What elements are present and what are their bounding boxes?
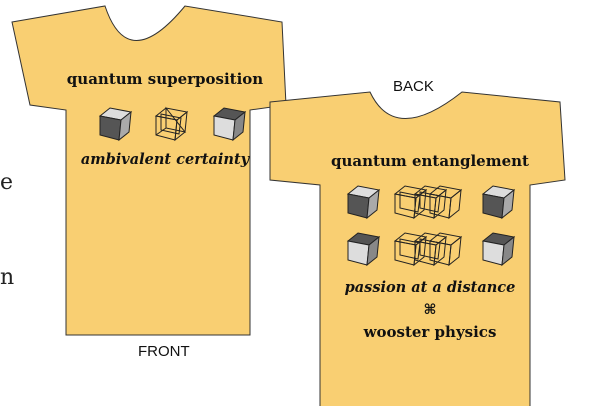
entangled-wireframe-cubes-icon: [393, 185, 463, 220]
solid-cube-icon: [481, 232, 516, 267]
back-footer: wooster physics: [363, 323, 497, 341]
solid-cube-icon: [98, 107, 133, 142]
front-shirt: quantum superposition ambivalent certain…: [0, 0, 300, 340]
back-tagline: passion at a distance: [344, 279, 516, 296]
solid-cube-icon: [346, 185, 381, 220]
entangled-wireframe-cubes-icon: [393, 232, 463, 267]
solid-cube-icon: [346, 232, 381, 267]
page-text-fragment: n: [0, 265, 15, 290]
back-heading: quantum entanglement: [331, 152, 529, 170]
back-shirt: quantum entanglement: [260, 90, 596, 406]
solid-cube-icon: [212, 107, 247, 142]
front-label: FRONT: [138, 343, 190, 360]
back-shirt-outline: [269, 91, 566, 406]
solid-cube-icon: [481, 185, 516, 220]
front-tagline: ambivalent certainty: [80, 151, 250, 168]
front-heading: quantum superposition: [66, 70, 264, 88]
command-symbol-icon: ⌘: [423, 302, 437, 318]
back-label: BACK: [393, 78, 434, 95]
wireframe-cube-icon: [154, 106, 189, 142]
front-shirt-outline: [11, 5, 287, 336]
page-text-fragment: e: [0, 170, 14, 195]
